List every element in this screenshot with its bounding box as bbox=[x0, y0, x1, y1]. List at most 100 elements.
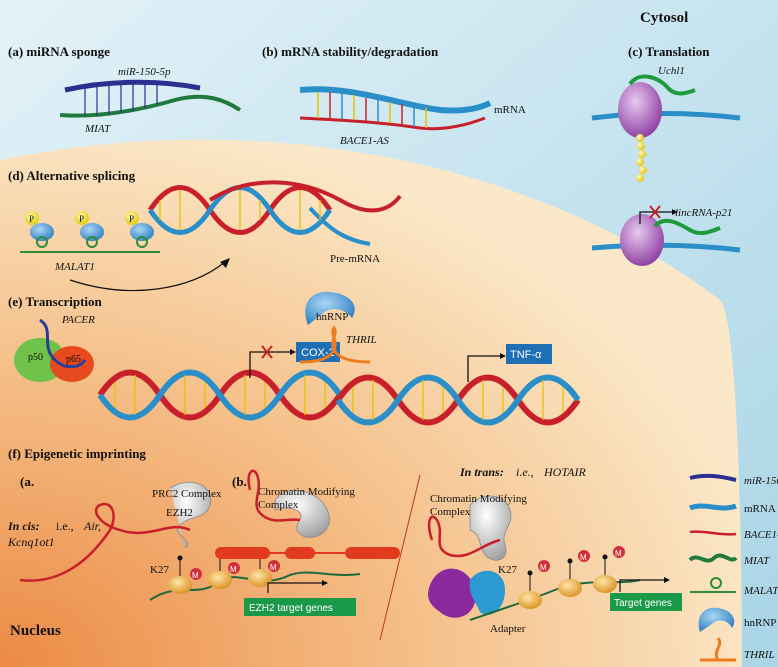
cmc-right-line1: Chromatin Modifying bbox=[430, 493, 527, 505]
svg-text:M: M bbox=[580, 553, 587, 562]
svg-text:P: P bbox=[29, 214, 34, 224]
chromatin-complex-right bbox=[469, 495, 512, 561]
panel-translation: (c) Translation Uchl1 lincRNA-p21 bbox=[591, 44, 741, 266]
svg-text:M: M bbox=[270, 563, 277, 572]
ribosome-2 bbox=[620, 214, 664, 266]
legend-swatch-mrna bbox=[689, 503, 737, 511]
cis-kcnq1ot1: Kcnq1ot1 bbox=[7, 535, 55, 549]
trans-ie: i.e., bbox=[516, 465, 534, 479]
prc2-purple bbox=[428, 568, 476, 618]
prc2-label: PRC2 Complex bbox=[152, 488, 222, 500]
hotair-strand bbox=[427, 515, 501, 558]
legend-item-mrna: mRNA bbox=[689, 503, 776, 515]
legend-label-bace1-as: BACE1-AS bbox=[744, 529, 778, 541]
panel-c-title: (c) Translation bbox=[628, 44, 710, 59]
panel-alternative-splicing: (d) Alternative splicing P P P MALAT1 bbox=[8, 168, 402, 292]
panel-d-title: (d) Alternative splicing bbox=[8, 168, 136, 183]
premrna-label: Pre-mRNA bbox=[330, 253, 380, 265]
mrna-strand bbox=[299, 86, 492, 114]
cis-ie: i.e., bbox=[56, 519, 74, 533]
panel-mrna-stability: (b) mRNA stability/degradation BACE1-AS … bbox=[262, 44, 526, 147]
ezh2-targets-label: EZH2 target genes bbox=[249, 603, 333, 614]
hnrnp-protein bbox=[305, 291, 355, 325]
k27-right-label: K27 bbox=[498, 564, 517, 576]
transcription-dna-helix-2 bbox=[335, 374, 581, 426]
hnrnp-label: hnRNP bbox=[316, 311, 348, 323]
k27-left-label: K27 bbox=[150, 564, 169, 576]
cmc-mid-line2: Complex bbox=[258, 499, 299, 511]
mid-lncrna bbox=[247, 469, 301, 522]
translation-mrna-2 bbox=[591, 242, 741, 253]
mirna-strand bbox=[64, 79, 201, 93]
pacer-strand bbox=[39, 318, 87, 369]
cox2-label: COX-2 bbox=[301, 347, 335, 359]
thril-strand bbox=[299, 325, 371, 364]
splicing-dna-helix bbox=[147, 180, 402, 246]
ezh2-label: EZH2 bbox=[166, 507, 193, 519]
legend-label-hnrnp: hnRNP bbox=[744, 617, 776, 629]
legend-swatch-mirna bbox=[689, 473, 737, 482]
svg-text:P: P bbox=[79, 214, 84, 224]
legend-item-thril: THRIL bbox=[700, 637, 775, 662]
prc2-complex bbox=[169, 481, 212, 549]
cis-trans-divider bbox=[379, 474, 421, 641]
cis-air: Air, bbox=[83, 519, 101, 533]
ribosome-1 bbox=[618, 82, 662, 138]
methyl-marks-left: M M M bbox=[190, 560, 280, 580]
legend-item-malat1: MALAT1 bbox=[690, 577, 778, 597]
legend-item-bace1-as: BACE1-AS bbox=[689, 529, 778, 541]
thril-label: THRIL bbox=[346, 334, 377, 346]
malat1-label: MALAT1 bbox=[54, 261, 95, 273]
legend-label-mrna: mRNA bbox=[744, 503, 776, 515]
p65-label: p65 bbox=[66, 354, 81, 365]
panel-transcription: (e) Transcription p50 p65 PACER COX-2 hn… bbox=[8, 291, 581, 426]
miat-label: MIAT bbox=[84, 123, 111, 135]
panel-epigenetic-imprinting: (f) Epigenetic imprinting (a. (b. PRC2 C… bbox=[7, 446, 682, 641]
legend-item-miat: MIAT bbox=[688, 553, 770, 567]
adapter-label: Adapter bbox=[490, 623, 526, 635]
panel-f-title: (f) Epigenetic imprinting bbox=[8, 446, 146, 461]
splicing-factors: P P P bbox=[25, 211, 154, 248]
nucleus-background bbox=[0, 139, 742, 667]
subpanel-a-label: (a. bbox=[20, 474, 34, 489]
legend-label-mirna: miR-150-5p bbox=[744, 475, 778, 487]
splicing-arrow bbox=[69, 261, 226, 292]
legend-item-hnrnp: hnRNP bbox=[698, 607, 776, 632]
mid-dna-segments bbox=[215, 547, 400, 559]
mrna-label: mRNA bbox=[494, 104, 526, 116]
cis-label: In cis: bbox=[7, 519, 40, 533]
svg-text:M: M bbox=[615, 549, 622, 558]
bace1-as-strand bbox=[299, 116, 486, 131]
legend-swatch-miat bbox=[688, 553, 738, 563]
trans-label: In trans: bbox=[459, 465, 504, 479]
nucleus-label: Nucleus bbox=[10, 623, 61, 639]
p50-label: p50 bbox=[28, 352, 43, 363]
ezh2-targets-box bbox=[244, 598, 356, 616]
transcription-dna-helix-1 bbox=[97, 369, 343, 421]
bace1-as-label: BACE1-AS bbox=[340, 135, 389, 147]
pacer-label: PACER bbox=[61, 314, 95, 326]
p65-protein bbox=[50, 346, 94, 382]
uchl1-strand bbox=[628, 74, 696, 96]
tnfa-label: TNF-α bbox=[510, 349, 542, 361]
target-genes-label: Target genes bbox=[614, 598, 672, 609]
cmc-mid-line1: Chromatin Modifying bbox=[258, 486, 355, 498]
legend-item-mirna: miR-150-5p bbox=[689, 473, 778, 487]
chromatin-complex-mid bbox=[274, 490, 330, 538]
mirna-label: miR-150-5p bbox=[118, 66, 171, 78]
legend: miR-150-5p mRNA BACE1-AS MIAT MALAT1 hnR… bbox=[688, 473, 778, 662]
legend-swatch-hnrnp bbox=[698, 607, 735, 632]
legend-label-thril: THRIL bbox=[744, 649, 775, 661]
lincrna-p21-label: lincRNA-p21 bbox=[675, 207, 732, 219]
tnfa-box bbox=[506, 344, 552, 364]
trans-hotair: HOTAIR bbox=[543, 465, 586, 479]
svg-text:M: M bbox=[192, 571, 199, 580]
uchl1-label: Uchl1 bbox=[658, 65, 685, 77]
cis-nucleosomes bbox=[168, 569, 272, 594]
adapter-protein bbox=[469, 570, 505, 615]
panel-mirna-sponge: (a) miRNA sponge miR-150-5p MIAT bbox=[8, 44, 242, 135]
svg-text:M: M bbox=[540, 563, 547, 572]
cytosol-label: Cytosol bbox=[640, 10, 688, 26]
